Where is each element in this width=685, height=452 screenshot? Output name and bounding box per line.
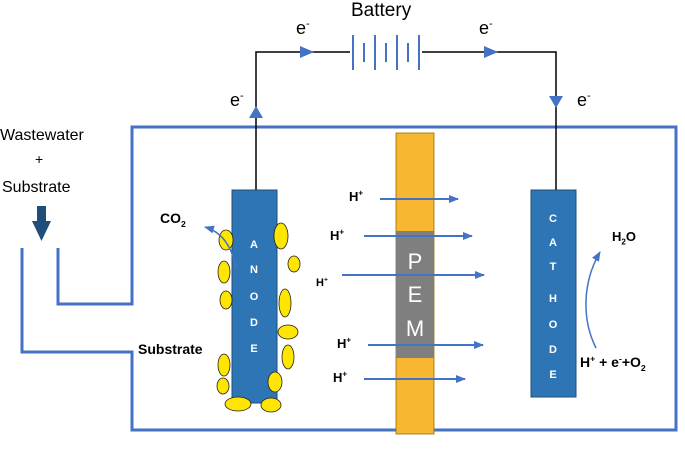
electron-arrow-cathode-down (549, 96, 563, 108)
pem-letter: E (407, 282, 423, 307)
electron-arrow-right-wire (484, 46, 498, 58)
battery-label: Battery (351, 0, 412, 21)
h2o-label: H2O (612, 229, 636, 247)
pem-core (396, 231, 434, 358)
anode-letter: E (250, 343, 258, 355)
anode-letter: N (250, 264, 258, 276)
cathode-reaction-label: H+ + e-+O2 (580, 353, 646, 373)
electron-label-anode: e- (230, 90, 244, 110)
inlet-arrow-icon (32, 206, 51, 241)
electron-label-top-right: e- (479, 18, 493, 38)
pem-letter: P (407, 249, 423, 274)
electron-label-top-left: e- (296, 18, 310, 38)
plus-label: + (35, 151, 44, 167)
substrate-inlet-label: Substrate (2, 179, 71, 196)
co2-release-arrow (204, 225, 237, 269)
electron-arrow-anode-up (249, 106, 263, 118)
anode-electrode (231, 189, 278, 404)
proton-label-5: H+ (333, 369, 348, 385)
proton-label-3: H+ (316, 276, 328, 289)
cathode-electrode (530, 189, 577, 398)
bacteria-biofilm (216, 222, 301, 413)
cathode-letter: O (548, 319, 558, 331)
anode-letter: O (249, 291, 259, 303)
h2o-formation-arrow (585, 251, 601, 349)
cathode-letter: H (549, 293, 557, 305)
external-circuit-wire (255, 51, 557, 190)
cathode-letter: C (549, 213, 557, 225)
cathode-letter: E (549, 369, 557, 381)
proton-label-1: H+ (349, 188, 364, 204)
cathode-letter: A (549, 237, 557, 249)
electron-arrow-left-wire (300, 46, 314, 58)
cathode-letter: T (549, 261, 557, 273)
substrate-anode-label: Substrate (138, 341, 203, 357)
anode-letter: D (250, 317, 258, 329)
proton-label-4: H+ (337, 335, 352, 351)
electron-label-cathode: e- (577, 90, 591, 110)
chamber-outline (20, 125, 678, 432)
pem-letter: M (405, 316, 425, 341)
wastewater-label: Wastewater (0, 127, 84, 144)
cathode-letter: D (549, 344, 557, 356)
battery-icon (352, 35, 420, 70)
anode-letter: A (250, 239, 258, 251)
proton-label-2: H+ (330, 227, 345, 243)
co2-label: CO2 (160, 210, 186, 229)
proton-arrows (342, 195, 485, 383)
